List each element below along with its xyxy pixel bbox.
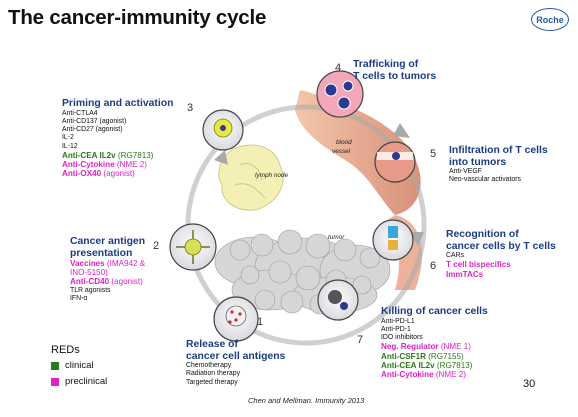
step4-number: 4 [335,62,342,74]
step2-title: presentation [70,247,133,259]
step7-number: 7 [357,334,364,346]
step7-item: IDO inhibitors [381,334,423,342]
legend-preclinical-swatch [51,377,59,386]
step2-item: TLR agonists [70,286,111,294]
step7-title: Killing of cancer cells [381,306,488,317]
step1-block: Release of cancer cell antigens Chemothe… [186,339,285,387]
step5-number: 5 [430,148,437,160]
step4-title: Trafficking of [353,59,419,70]
step5-block: Infiltration of T cells into tumors Anti… [449,145,548,185]
legend-clinical-swatch [51,361,59,370]
step5-item: Neo-vascular activators [449,176,521,184]
step3-item-preclinical: Anti-Cytokine (NME 2) [62,160,147,170]
tumor-label: tumor [328,234,345,241]
step7-item: Anti-PD-L1 [381,317,415,325]
step5-title: into tumors [449,156,507,168]
step6-number: 6 [430,260,437,272]
cycle-arrowhead-1 [393,123,410,138]
step3-item-preclinical: Anti-OX40 (agonist) [62,169,135,179]
step3-item: Anti-CD27 (agonist) [62,126,123,134]
blood-vessel-shape [295,90,421,215]
step1-item: Targeted therapy [186,378,238,386]
legend-title: REDs [51,344,80,356]
step7-item-preclinical: Anti-Cytokine (NME 2) [381,370,466,379]
step6-item: CARs [446,252,464,259]
logo-text: Roche [536,14,564,25]
step7-item-clinical: Anti-CEA IL2v (RG7813) [381,360,473,370]
step2-number: 2 [153,240,160,252]
step4-cell [316,70,364,118]
legend-clinical-label: clinical [65,360,94,371]
step4-block: Trafficking of T cells to tumors [353,59,436,82]
step2-block: Cancer antigen presentation Vaccines (IM… [70,236,145,303]
lymph-node-label: lymph node [255,172,289,179]
step2-item-preclinical-note: INO-5150) [70,268,108,278]
cycle-arrowhead-2 [410,232,424,246]
page-title: The cancer-immunity cycle [8,6,267,29]
step6-cell [372,219,414,261]
legend-preclinical-label: preclinical [65,376,108,387]
lymph-node [218,144,284,211]
step6-item-preclinical: T cell bispecifics [446,260,511,270]
step3-number: 3 [187,102,194,114]
step5-item: Anti-VEGF [449,168,482,175]
blood-vessel-label-1: blood [336,139,352,146]
legend-preclinical: preclinical [51,376,107,387]
step7-item: Anti-PD-1 [381,325,411,333]
legend-clinical: clinical [51,360,94,371]
page-number: 30 [523,378,536,390]
blood-vessel-label-2: vessel [332,148,351,155]
step1-title: cancer cell antigens [186,350,286,362]
step6-title: Recognition of [446,229,519,240]
step3-item: IL-2 [62,134,74,142]
step7-item-clinical: Anti-CSF1R (RG7155) [381,351,464,361]
step1-number: 1 [257,316,264,328]
step7-block: Killing of cancer cells Anti-PD-L1 Anti-… [381,306,488,379]
step6-item-preclinical: ImmTACs [446,269,484,279]
step2-title: Cancer antigen [70,236,146,247]
step2-item-preclinical: Anti-CD40 (agonist) [70,277,143,287]
step3-title: Priming and activation [62,98,174,109]
step3-item: Anti-CD137 (agonist) [62,117,127,125]
step6-block: Recognition of cancer cells by T cells C… [446,229,556,279]
step2-cell [169,223,217,271]
step3-item: IL-12 [62,142,78,150]
roche-logo: Roche [531,8,569,31]
step7-cell [317,279,359,321]
step1-item: Radiation therapy [186,370,241,378]
step3-item: Anti-CTLA4 [62,109,98,117]
step3-cell [202,109,244,151]
step4-title: T cells to tumors [353,70,437,82]
step7-item-preclinical: Neg. Regulator (NME 1) [381,342,471,352]
step2-item: IFN-α [70,294,88,302]
step6-title: cancer cells by T cells [446,240,556,252]
cycle-arrowhead-3 [214,150,228,165]
citation: Chen and Mellman. Immunity 2013 [248,396,365,405]
step3-block: Priming and activation Anti-CTLA4 Anti-C… [62,98,173,179]
step1-cell [213,296,259,342]
step1-title: Release of [186,339,238,350]
step3-item-clinical: Anti-CEA IL2v (RG7813) [62,150,154,160]
step1-item: Chemotherapy [186,362,232,369]
step5-cell [374,141,416,183]
step2-item-preclinical: Vaccines (IMA942 & [70,259,146,268]
step5-title: Infiltration of T cells [449,145,548,156]
